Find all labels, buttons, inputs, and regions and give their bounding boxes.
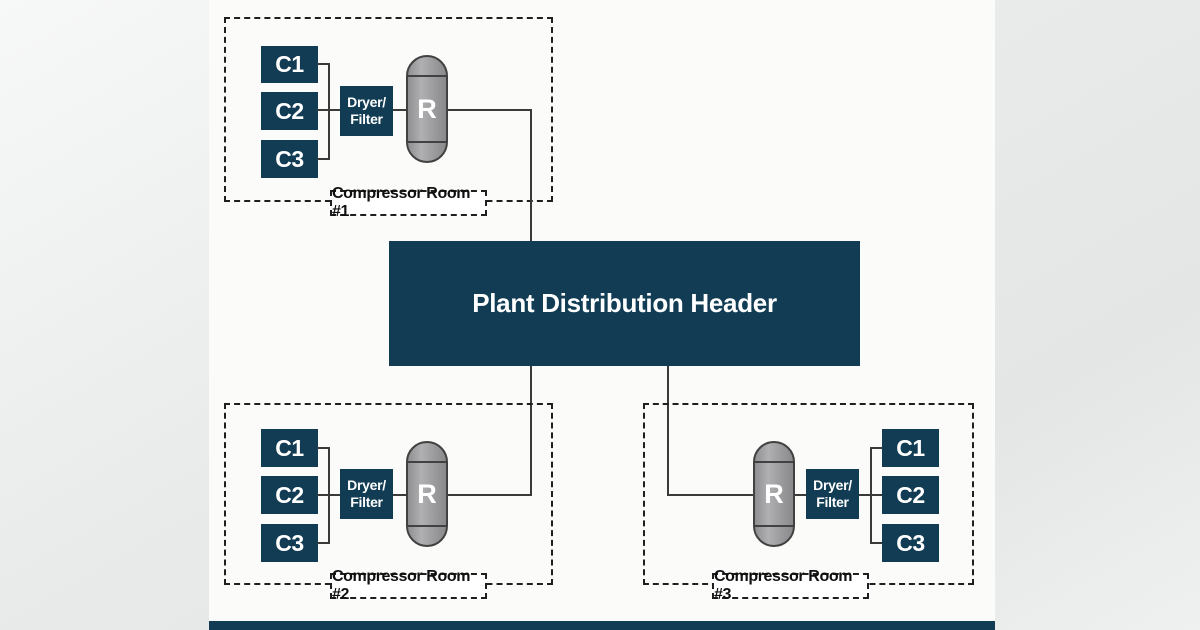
room-1-compressor-c1: C1 [261,46,318,83]
pipe-room1-c3 [317,158,329,160]
room-2-dryer-filter-box: Dryer/ Filter [340,469,393,519]
pipe-header-to-room2 [530,366,532,496]
pipe-room3-c1 [872,447,882,449]
pipe-room1-c1 [317,63,329,65]
room-1-dryer-filter-box: Dryer/ Filter [340,86,393,136]
room-3-compressor-c3: C3 [882,524,939,562]
pipe-room3-c3 [872,542,882,544]
room-2-compressor-c1: C1 [261,429,318,467]
room-1-compressor-c2: C2 [261,92,318,130]
room-3-compressor-c1: C1 [882,429,939,467]
tank-cap-line [407,75,447,77]
pipe-room3-tank-dryer [795,494,806,496]
room-3-label: Compressor Room #3 [712,568,869,603]
pipe-room1-c2-dryer [317,109,340,111]
room-2-compressor-c2: C2 [261,476,318,514]
receiver-label: R [417,93,437,124]
room-3-receiver-tank: R [753,441,795,547]
dryer-filter-line2: Filter [350,111,383,127]
room-1-receiver-tank: R [406,55,448,163]
pipe-room1-bus [328,63,330,160]
tank-cap-line [407,461,447,463]
dryer-filter-line2: Filter [350,494,383,510]
pipe-header-to-room3 [667,366,669,496]
tank-cap-line [407,141,447,143]
room-1-label: Compressor Room #1 [330,185,487,220]
tank-cap-line [754,525,794,527]
room-2-compressor-c3: C3 [261,524,318,562]
room-2-receiver-tank: R [406,441,448,547]
receiver-label: R [764,478,784,509]
room-2-label: Compressor Room #2 [330,568,487,603]
pipe-room2-out [448,494,532,496]
tank-cap-line [754,461,794,463]
pipe-room3-in [667,494,753,496]
plant-distribution-header: Plant Distribution Header [389,241,860,366]
dryer-filter-line2: Filter [816,494,849,510]
dryer-filter-line1: Dryer/ [813,477,852,494]
pipe-room1-to-header [530,109,532,242]
receiver-label: R [417,478,437,509]
pipe-room2-c2-dryer [317,494,340,496]
pipe-room2-c3 [317,542,329,544]
room-3-compressor-c2: C2 [882,476,939,514]
pipe-room2-c1 [317,447,329,449]
pipe-room3-bus [870,447,872,544]
tank-cap-line [407,525,447,527]
dryer-filter-line1: Dryer/ [347,94,386,111]
pipe-room2-dryer-tank [393,494,406,496]
pipe-room1-dryer-tank [393,109,406,111]
room-3-dryer-filter-box: Dryer/ Filter [806,469,859,519]
dryer-filter-line1: Dryer/ [347,477,386,494]
bottom-strip [209,621,995,630]
pipe-room1-out [448,109,532,111]
room-1-compressor-c3: C3 [261,140,318,178]
